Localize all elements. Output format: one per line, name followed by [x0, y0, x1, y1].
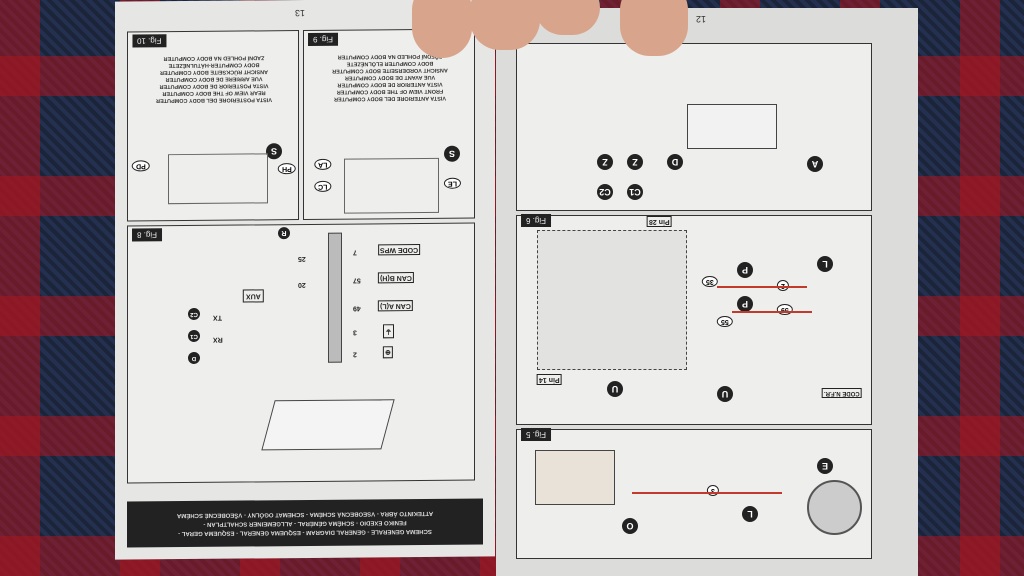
body-computer-drawing — [168, 153, 268, 205]
finger — [470, 0, 540, 50]
marker-e: E — [817, 458, 833, 474]
label-ph: PH — [278, 163, 296, 175]
fig6-panel: Fig. 6 Pin 28 Pin 14 L P P U U 35 55 59 … — [516, 214, 872, 425]
banner-line: FENIKO EXEDIO - SCHÉMA GÉNÉRAL - ALLGEME… — [203, 519, 407, 528]
caption-line: ZADNÍ POHLED NA BODY COMPUTER — [163, 54, 265, 62]
label-la: LA — [314, 158, 332, 170]
fig10-panel: Fig. 10 VISTA POSTERIORE DEL BODY COMPUT… — [127, 30, 299, 222]
wire-59: 59 — [777, 304, 793, 315]
marker-l: L — [817, 256, 833, 272]
marker-u: U — [717, 386, 733, 402]
row-pin: 49 — [353, 304, 361, 312]
marker-p: P — [737, 262, 753, 278]
fig7-panel: A D Z Z C1 C2 — [516, 43, 872, 211]
fig9-panel: Fig. 9 VISTA ANTERIORE DEL BODY COMPUTER… — [303, 28, 475, 221]
marker-o: O — [622, 518, 638, 534]
marker-r: R — [278, 227, 290, 240]
fig-tag: Fig. 8 — [132, 228, 163, 242]
caption-title: VISTA ANTERIORE DEL BODY COMPUTER — [333, 94, 447, 102]
code-nfr-label: CODE N.F.R. — [822, 388, 862, 398]
marker-p: P — [737, 296, 753, 312]
page-number: 13 — [295, 7, 306, 19]
marker-s: S — [266, 143, 282, 160]
row-code: CODE WPS — [378, 243, 421, 256]
caption-line: VUE AVANT DE BODY COMPUTER — [344, 73, 436, 81]
thumb — [412, 0, 472, 58]
fig5-panel: Fig. 5 E L O 3 — [516, 428, 872, 559]
marker-s: S — [444, 145, 460, 162]
caption-line: ANSICHT VORDERSEITE BODY COMPUTER — [332, 66, 448, 74]
aux-box: AUX — [243, 289, 264, 303]
pin-label: 25 — [298, 254, 306, 263]
row-pin: 3 — [353, 328, 357, 336]
red-wire — [717, 286, 807, 288]
marker-d: D — [188, 351, 200, 365]
speaker-drawing — [807, 480, 862, 535]
fig-tag: Fig. 9 — [308, 32, 339, 46]
left-page: 13 Fig. 10 VISTA POSTERIORE DEL BODY COM… — [115, 0, 495, 560]
fuse-box-drawing — [537, 230, 687, 370]
fig9-caption: VISTA ANTERIORE DEL BODY COMPUTER FRONT … — [310, 52, 470, 102]
label-le: LE — [444, 177, 461, 189]
caption-line: ANSICHT RÜCKSEITE BODY COMPUTER — [159, 68, 269, 76]
marker-d: D — [667, 154, 683, 170]
caption-title: VISTA POSTERIORE DEL BODY COMPUTER — [156, 96, 272, 104]
control-unit-drawing — [261, 399, 395, 451]
body-computer-drawing — [344, 157, 439, 214]
fig-tag: Fig. 5 — [521, 428, 552, 441]
marker-c2: C2 — [188, 307, 200, 321]
module-drawing — [687, 104, 777, 149]
caption-line: BODY COMPUTER-HÁTULNÉZETE — [168, 61, 260, 69]
label-pd: PD — [132, 160, 150, 172]
module-drawing — [535, 450, 615, 505]
row-pin: 7 — [353, 248, 357, 256]
caption-line: VISTA ANTERIOR DE BODY COMPUTER — [337, 80, 443, 88]
red-wire — [732, 311, 812, 313]
marker-u: U — [607, 381, 623, 397]
fig-tag: Fig. 6 — [521, 214, 552, 227]
pin-28-label: Pin 28 — [647, 216, 672, 227]
tx-label: TX — [213, 313, 222, 321]
marker-c1: C1 — [188, 329, 200, 343]
page-number: 12 — [696, 14, 707, 24]
marker-z: Z — [597, 154, 613, 170]
pin-label: 20 — [298, 280, 306, 289]
marker-c2: C2 — [597, 184, 613, 200]
marker-a: A — [807, 156, 823, 172]
row-code: ⏚ — [383, 324, 394, 339]
right-page: A D Z Z C1 C2 Fig. 6 Pin 28 Pin 14 L P P… — [496, 8, 918, 576]
caption-line: VUE ARRIERE DE BODY COMPUTER — [165, 75, 263, 83]
row-code: CAN B(H) — [378, 272, 414, 284]
rx-label: RX — [213, 335, 223, 343]
finger — [620, 0, 688, 56]
general-diagram-banner: SCHEMA GENERALE - GENERAL DIAGRAM - ESQU… — [127, 498, 483, 548]
caption-line: VISTA POSTERIOR DE BODY COMPUTER — [159, 82, 269, 90]
marker-c1: C1 — [627, 184, 643, 200]
wire-35: 35 — [702, 276, 718, 287]
red-wire — [632, 492, 782, 494]
marker-z: Z — [627, 154, 643, 170]
fig-tag: Fig. 10 — [132, 34, 167, 48]
row-pin: 2 — [353, 350, 357, 358]
wire-55: 55 — [717, 316, 733, 327]
wire-3: 3 — [707, 485, 719, 496]
row-code: ⊕ — [383, 346, 393, 359]
fig8-panel: Fig. 8 CODE WPS 7 CAN B(H) 57 CAN A(L) 4… — [127, 222, 475, 484]
marker-l: L — [742, 506, 758, 522]
pin-14-label: Pin 14 — [537, 374, 562, 385]
row-code: CAN A(L) — [378, 300, 413, 312]
finger — [535, 0, 600, 35]
label-lc: LC — [314, 180, 332, 192]
row-pin: 57 — [353, 276, 361, 284]
fig10-caption: VISTA POSTERIORE DEL BODY COMPUTER REAR … — [134, 53, 294, 103]
harness-bundle — [328, 232, 342, 363]
